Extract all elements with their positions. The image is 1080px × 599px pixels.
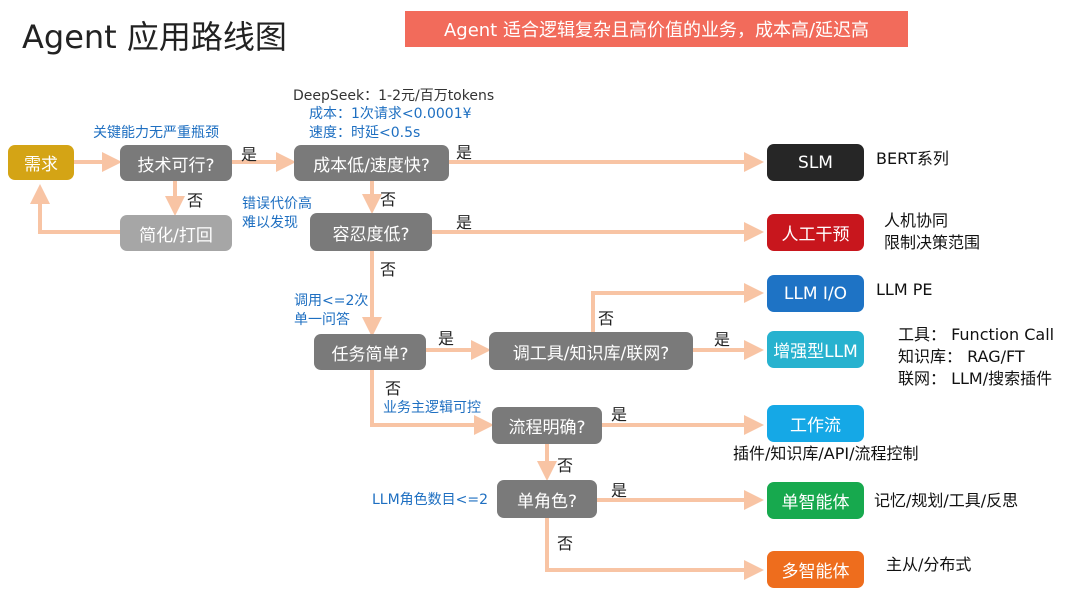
- label-no-tools: 否: [598, 309, 615, 328]
- outcome-multi-agent: 多智能体: [767, 551, 864, 588]
- node-simple-task: 任务简单?: [314, 334, 426, 370]
- node-tools: 调工具/知识库/联网?: [489, 332, 693, 370]
- outcome-note-bert: BERT系列: [876, 149, 949, 168]
- note-speed-line: 速度：时延<0.5s: [309, 125, 421, 141]
- label-yes-process: 是: [611, 405, 628, 424]
- outcome-llm-io: LLM I/O: [767, 275, 864, 312]
- arrow-single-multi: [545, 518, 764, 580]
- arrow-tools-llmio: [591, 283, 764, 332]
- note-error-cost-2: 难以发现: [242, 215, 298, 231]
- outcome-slm: SLM: [767, 144, 864, 181]
- note-error-cost-1: 错误代价高: [242, 196, 312, 212]
- outcome-note-tools-1: 工具： Function Call: [898, 325, 1055, 344]
- label-no-process: 否: [557, 456, 574, 475]
- arrow-task-process: [370, 368, 494, 435]
- outcome-note-llm-pe: LLM PE: [876, 280, 933, 299]
- label-no-cost: 否: [380, 190, 397, 209]
- node-cost: 成本低/速度快?: [294, 145, 449, 181]
- label-no-task: 否: [385, 379, 402, 398]
- label-no-feasible: 否: [187, 191, 204, 210]
- label-yes-task: 是: [438, 329, 455, 348]
- node-feasible: 技术可行?: [120, 145, 232, 181]
- outcome-note-human-1: 人机协同: [884, 211, 949, 230]
- arrow-simplify-demand: [30, 184, 120, 234]
- page-title: Agent 应用路线图: [22, 18, 287, 56]
- outcome-enhanced: 增强型LLM: [767, 331, 864, 368]
- summary-banner: Agent 适合逻辑复杂且高价值的业务，成本高/延迟高: [405, 11, 908, 47]
- note-calls-1: 调用<=2次: [294, 293, 369, 309]
- note-calls-2: 单一问答: [294, 312, 350, 328]
- outcome-note-single-agent: 记忆/规划/工具/反思: [874, 491, 1019, 510]
- label-yes-tools: 是: [714, 330, 731, 349]
- note-deepseek: DeepSeek：1-2元/百万tokens: [293, 88, 495, 104]
- outcome-note-tools-2: 知识库： RAG/FT: [898, 347, 1025, 366]
- outcome-single-agent: 单智能体: [767, 482, 864, 519]
- node-single-role: 单角色?: [497, 480, 597, 518]
- node-tolerance: 容忍度低?: [310, 213, 432, 251]
- label-yes-feasible: 是: [241, 145, 258, 164]
- note-cost-line: 成本：1次请求<0.0001¥: [309, 106, 472, 122]
- node-process: 流程明确?: [492, 407, 602, 444]
- outcome-workflow: 工作流: [767, 405, 864, 442]
- note-key-capability: 关键能力无严重瓶颈: [93, 125, 219, 141]
- outcome-note-tools-3: 联网： LLM/搜索插件: [898, 369, 1053, 388]
- node-demand: 需求: [8, 145, 74, 180]
- label-yes-cost: 是: [456, 143, 473, 162]
- node-simplify: 简化/打回: [120, 215, 232, 251]
- outcome-note-human-2: 限制决策范围: [884, 233, 981, 252]
- outcome-note-workflow: 插件/知识库/API/流程控制: [733, 444, 919, 463]
- outcome-human: 人工干预: [767, 214, 864, 251]
- note-business-logic: 业务主逻辑可控: [383, 400, 481, 416]
- label-yes-tolerance: 是: [456, 213, 473, 232]
- outcome-note-multi-agent: 主从/分布式: [886, 555, 972, 574]
- label-no-single: 否: [557, 534, 574, 553]
- label-no-tolerance: 否: [380, 260, 397, 279]
- label-yes-single: 是: [611, 481, 628, 500]
- note-role-count: LLM角色数目<=2: [372, 492, 489, 508]
